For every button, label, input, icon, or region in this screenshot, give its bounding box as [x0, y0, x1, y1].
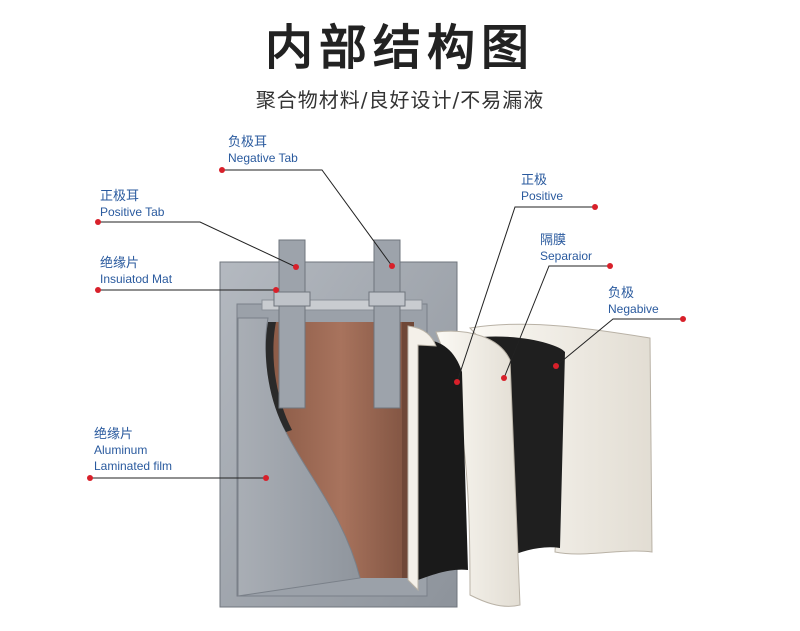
- dot-positive-a: [592, 204, 598, 210]
- label-positive-zh: 正极: [521, 172, 548, 187]
- label-positive-tab-en: Positive Tab: [100, 205, 165, 219]
- label-insulating-mat-en: Insuiatod Mat: [100, 272, 173, 286]
- positive-electrode: [418, 339, 468, 580]
- label-separator: 隔膜 Separaior: [540, 232, 592, 264]
- label-aluminum-film-zh: 绝缘片: [94, 426, 134, 441]
- dot-positive-tab-b: [293, 264, 299, 270]
- dot-aluminum-film-a: [87, 475, 93, 481]
- dot-positive-b: [454, 379, 460, 385]
- page-subtitle: 聚合物材料/良好设计/不易漏液: [255, 88, 545, 112]
- dot-separator-a: [607, 263, 613, 269]
- label-positive: 正极 Positive: [521, 172, 563, 204]
- outer-separator: [407, 325, 437, 592]
- negative-tab: [373, 239, 401, 409]
- dot-insulating-mat-b: [273, 287, 279, 293]
- callout-negative-line: [555, 318, 683, 367]
- dot-insulating-mat-a: [95, 287, 101, 293]
- negative-tab-insulator: [368, 291, 406, 307]
- dot-separator-b: [501, 375, 507, 381]
- label-separator-en: Separaior: [540, 249, 593, 263]
- dot-negative-tab-b: [389, 263, 395, 269]
- positive-tab-insulator: [273, 291, 311, 307]
- page-title: 内部结构图: [264, 20, 535, 76]
- label-insulating-mat-zh: 绝缘片: [100, 255, 140, 270]
- positive-tab: [278, 239, 306, 409]
- dot-positive-tab-a: [95, 219, 101, 225]
- label-positive-tab-zh: 正极耳: [100, 188, 140, 203]
- label-positive-en: Positive: [521, 189, 564, 203]
- label-insulating-mat: 绝缘片 Insuiatod Mat: [100, 255, 172, 287]
- callout-separator-line: [503, 265, 610, 379]
- insulating-mat: [261, 299, 423, 311]
- label-negative-tab-en: Negative Tab: [228, 151, 298, 165]
- callout-dots: [87, 167, 686, 481]
- dot-negative-tab-a: [219, 167, 225, 173]
- label-negative: 负极 Negabive: [608, 285, 659, 317]
- callout-negative-tab-line: [222, 169, 393, 267]
- film-dark-strip: [265, 322, 292, 432]
- label-negative-tab-zh: 负极耳: [228, 134, 268, 149]
- label-positive-tab: 正极耳 Positive Tab: [100, 188, 164, 220]
- callout-positive-tab-line: [98, 221, 297, 268]
- dot-negative-a: [680, 316, 686, 322]
- label-aluminum-film-en1: Aluminum: [94, 443, 148, 457]
- label-negative-zh: 负极: [608, 285, 635, 300]
- label-aluminum-film: 绝缘片 Aluminum Laminated film: [94, 426, 172, 474]
- label-separator-zh: 隔膜: [540, 232, 567, 247]
- callout-positive-line: [456, 206, 595, 383]
- label-negative-en: Negabive: [608, 302, 659, 316]
- dot-aluminum-film-b: [263, 475, 269, 481]
- dot-negative-b: [553, 363, 559, 369]
- label-negative-tab: 负极耳 Negative Tab: [228, 134, 298, 166]
- label-aluminum-film-en2: Laminated film: [94, 459, 173, 473]
- callout-lines: [90, 169, 683, 479]
